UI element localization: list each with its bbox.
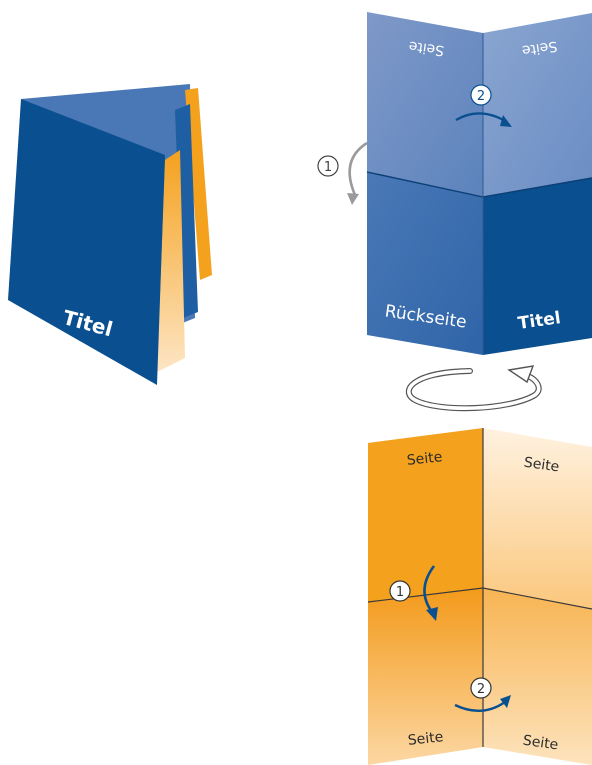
outer-top-left-label: Seite (408, 38, 445, 59)
inner-fold-arrow (423, 565, 436, 613)
inner-step-1-number: 1 (396, 585, 404, 600)
outer-step-1-number: 1 (324, 160, 332, 175)
outer-step-1-circle (317, 155, 339, 177)
booklet-front-cover (8, 99, 165, 385)
outer-horizontal-fold (366, 171, 484, 198)
inner-top-right-label: Seite (523, 455, 560, 476)
outer-turn-arrowhead (500, 115, 512, 127)
booklet-inner-page-orange (185, 88, 212, 280)
outer-panel-top-right (483, 13, 592, 197)
inner-panel-top-right (483, 428, 592, 609)
inner-turn-arrow (454, 701, 506, 712)
inner-top-left-label: Seite (406, 449, 443, 469)
outer-panel-bottom-left (367, 172, 483, 355)
inner-panel-bottom-right (483, 588, 592, 765)
inner-fold-arrowhead (426, 607, 438, 621)
outer-top-right-label: Seite (521, 38, 558, 59)
outer-fold-back-arrow (348, 141, 368, 196)
outer-panel-bottom-right (483, 178, 592, 355)
outer-fold-back-arrowhead (347, 193, 359, 205)
outer-panel-top-left (367, 12, 483, 197)
inner-horizontal-fold-right (482, 587, 592, 610)
inner-step-2-circle (470, 677, 492, 699)
inner-panel-top-left (368, 428, 483, 602)
inner-bottom-left-label: Seite (407, 729, 444, 749)
folded-booklet: Titel (8, 84, 212, 385)
inner-turn-arrowhead (500, 695, 511, 708)
inner-bottom-right-label: Seite (522, 733, 559, 754)
inner-step-2-number: 2 (477, 682, 485, 697)
inner-step-1-circle (389, 580, 411, 602)
outer-horizontal-fold-right (482, 177, 592, 198)
booklet-inner-page-light (157, 150, 185, 372)
booklet-inner-page-blue (175, 104, 198, 318)
inner-panel-bottom-left (368, 588, 483, 765)
outer-step-2-number: 2 (477, 89, 485, 104)
outer-step-2-circle (470, 84, 492, 106)
inner-sheet: Seite Seite Seite Seite 1 2 (367, 428, 592, 765)
outer-sheet: Seite Seite Rückseite Titel 2 1 (317, 12, 592, 355)
flip-sheet-arrow (405, 365, 542, 412)
